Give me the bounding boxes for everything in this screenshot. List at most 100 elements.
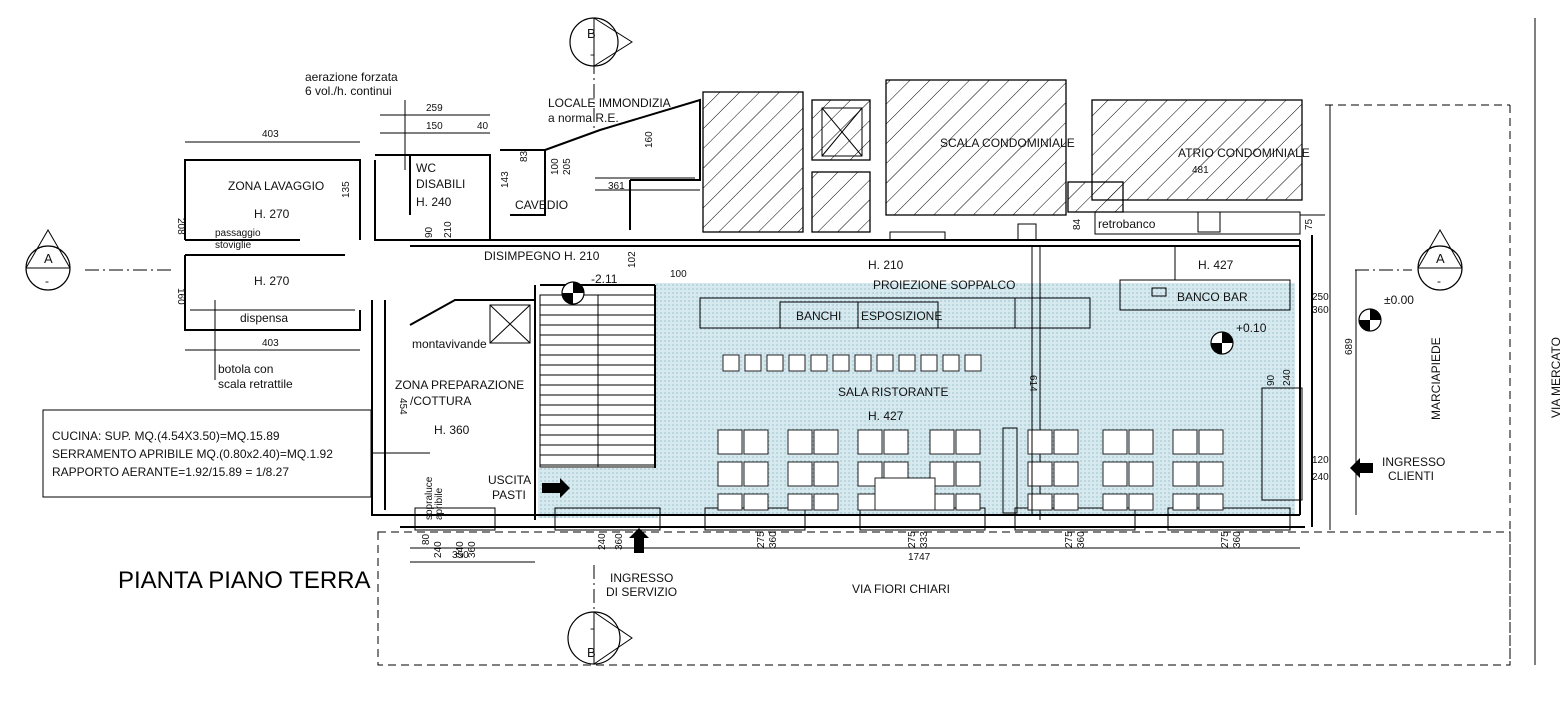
section-a-right-dash: - (1437, 274, 1441, 288)
passaggio-line2: stoviglie (215, 240, 252, 251)
locale-immondizia-line1: LOCALE IMMONDIZIA (548, 96, 671, 110)
dim-689: 689 (1344, 338, 1355, 355)
dim-360-3: 360 (1076, 531, 1087, 548)
dim-240-door: 240 (597, 533, 608, 550)
proiezione-soppalco: PROIEZIONE SOPPALCO (873, 278, 1015, 292)
dim-360-door: 360 (614, 533, 625, 550)
section-a-left-symbol: A - (25, 229, 71, 291)
ingresso-servizio-line2: DI SERVIZIO (606, 585, 677, 599)
dim-250: 250 (1312, 292, 1329, 303)
banchi-label: BANCHI (796, 309, 841, 323)
section-a-left-dash: - (45, 274, 49, 288)
small-table (832, 354, 850, 372)
dim-84: 84 (1072, 218, 1083, 230)
soppalco-height: H. 210 (868, 258, 904, 272)
dim-481: 481 (1192, 165, 1209, 176)
dim-100b: 100 (670, 269, 687, 280)
dim-275-1: 275 (756, 531, 767, 548)
calc-line2: SERRAMENTO APRIBILE MQ.(0.80x2.40)=MQ.1.… (52, 447, 333, 461)
walls (184, 98, 1325, 528)
room-scala-condominiale: SCALA CONDOMINIALE (940, 136, 1075, 150)
small-table (876, 354, 894, 372)
dim-360-4: 360 (1232, 531, 1243, 548)
chair (813, 461, 839, 487)
banco-bar-label: BANCO BAR (1177, 290, 1248, 304)
dim-275-2: 275 (907, 531, 918, 548)
small-table (744, 354, 762, 372)
chair (1053, 493, 1079, 511)
tables (717, 354, 1224, 511)
dim-333: 333 (919, 531, 930, 548)
section-b-bottom-symbol: - B (567, 611, 633, 665)
wc-line2: DISABILI (416, 177, 465, 191)
dim-102: 102 (627, 251, 638, 268)
chair (955, 429, 981, 455)
chair (1198, 461, 1224, 487)
sala-height: H. 427 (868, 409, 904, 423)
chair (787, 461, 813, 487)
level-markers (561, 281, 1382, 355)
zona-preparazione-line1: ZONA PREPARAZIONE (395, 378, 524, 392)
chair (743, 429, 769, 455)
small-table (964, 354, 982, 372)
montavivande-label: montavivande (412, 337, 487, 351)
small-table (898, 354, 916, 372)
zona-preparazione-line2: /COTTURA (410, 394, 471, 408)
sopraluce-line2: apribile (434, 487, 445, 520)
small-table (766, 354, 784, 372)
chair (1172, 429, 1198, 455)
dim-361: 361 (608, 181, 625, 192)
chair (787, 493, 813, 511)
chair (1102, 461, 1128, 487)
boundary-dashed (377, 18, 1536, 666)
dim-80: 80 (421, 533, 432, 545)
dim-143: 143 (500, 171, 511, 188)
dim-360-w2: 360 (467, 541, 478, 558)
room-sala-ristorante: SALA RISTORANTE (838, 385, 948, 399)
wc-line1: WC (416, 161, 436, 175)
dim-210: 210 (443, 221, 454, 238)
chair (1198, 493, 1224, 511)
dim-403-bottom: 403 (262, 338, 279, 349)
dim-240c: 240 (1312, 472, 1329, 483)
section-b-bottom-dash: - (590, 621, 594, 635)
marciapiede-label: MARCIAPIEDE (1429, 337, 1443, 420)
esposizione-label: ESPOSIZIONE (861, 309, 942, 323)
chair (883, 429, 909, 455)
chair (1053, 429, 1079, 455)
small-table (810, 354, 828, 372)
dim-240b: 240 (1282, 369, 1293, 386)
dim-150: 150 (426, 121, 443, 132)
room-cavedio: CAVEDIO (515, 198, 568, 212)
drawing-title: PIANTA PIANO TERRA (118, 567, 371, 594)
chair (857, 429, 883, 455)
chair (717, 461, 743, 487)
stairs (539, 294, 656, 468)
dim-275-4: 275 (1220, 531, 1231, 548)
dim-240-w2: 240 (455, 541, 466, 558)
ingresso-clienti-line1: INGRESSO (1382, 455, 1445, 469)
room-atrio-condominiale: ATRIO CONDOMINIALE (1178, 146, 1310, 160)
front-windows (414, 507, 1291, 531)
dim-90b: 90 (1266, 374, 1277, 386)
small-table (788, 354, 806, 372)
room-dispensa: dispensa (240, 311, 288, 325)
passaggio-line1: passaggio (215, 228, 261, 239)
chair (1198, 429, 1224, 455)
street-via-fiori-chiari: VIA FIORI CHIARI (852, 582, 950, 596)
dim-360-bar: 360 (1312, 305, 1329, 316)
dim-160-left: 160 (175, 288, 186, 305)
wc-height: H. 240 (416, 195, 452, 209)
chair (929, 429, 955, 455)
chair (1102, 429, 1128, 455)
uscita-pasti-line1: USCITA (488, 473, 531, 487)
dim-100: 100 (550, 158, 561, 175)
level-zero: ±0.00 (1384, 293, 1414, 307)
chair (1128, 493, 1154, 511)
sopraluce-line1: sopraluce (424, 476, 435, 520)
chair (1053, 461, 1079, 487)
retrobanco-label: retrobanco (1098, 217, 1156, 231)
locale-immondizia-line2: a norma R.E. (548, 111, 619, 125)
chair (743, 461, 769, 487)
